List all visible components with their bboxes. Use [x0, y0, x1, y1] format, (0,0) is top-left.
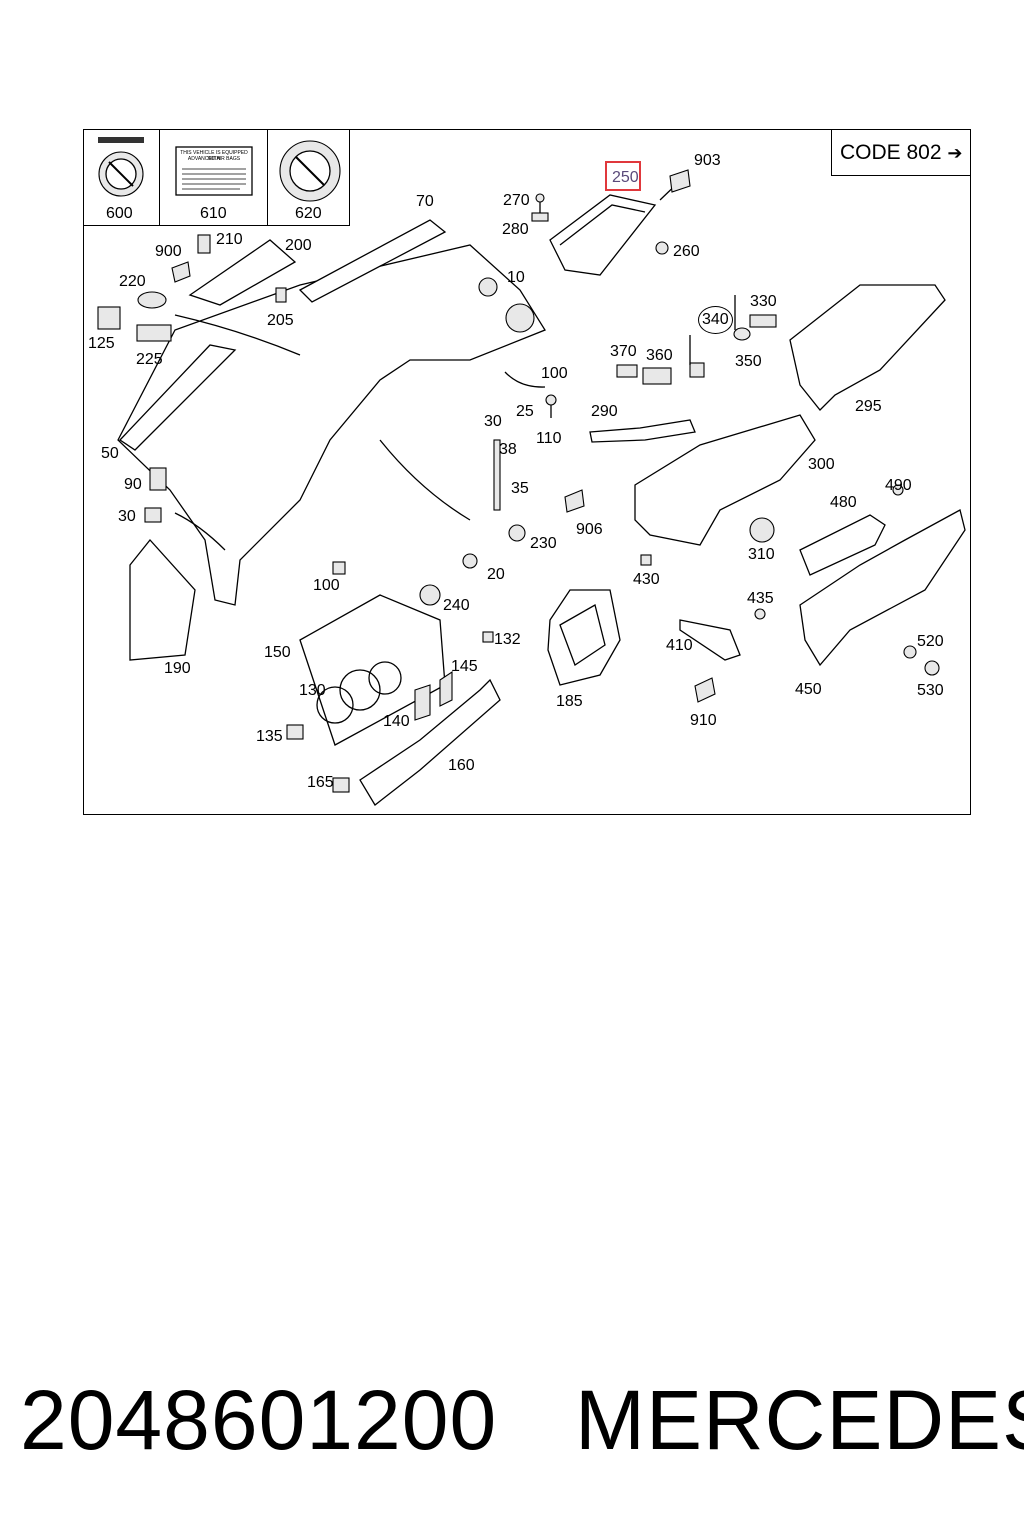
code-label: CODE 802 — [840, 141, 942, 164]
airbag-warning-icon — [279, 140, 341, 202]
part-number-132[interactable]: 132 — [494, 631, 521, 648]
part-number-220[interactable]: 220 — [119, 273, 146, 290]
part-number-430[interactable]: 430 — [633, 571, 660, 588]
part-number-435[interactable]: 435 — [747, 590, 774, 607]
part-number-450[interactable]: 450 — [795, 681, 822, 698]
part-number-490[interactable]: 490 — [885, 477, 912, 494]
air-duct — [589, 419, 696, 443]
part-number-280[interactable]: 280 — [502, 221, 529, 238]
part-number-520[interactable]: 520 — [917, 633, 944, 650]
label-number-610: 610 — [200, 205, 227, 222]
left-trim-strip — [118, 344, 237, 451]
part-number-910[interactable]: 910 — [690, 712, 717, 729]
dashboard-top-trim — [298, 219, 447, 303]
warning-labels-box: 600 THIS VEHICLE IS EQUIPPED WITH ADVANC… — [83, 129, 350, 226]
part-number-530[interactable]: 530 — [917, 682, 944, 699]
part-number-480[interactable]: 480 — [830, 494, 857, 511]
center-console — [634, 414, 816, 546]
cover-panel — [188, 239, 297, 306]
part-number-310[interactable]: 310 — [748, 546, 775, 563]
part-number-200[interactable]: 200 — [285, 237, 312, 254]
part-number-295[interactable]: 295 — [855, 398, 882, 415]
part-number-210[interactable]: 210 — [216, 231, 243, 248]
part-number-185[interactable]: 185 — [556, 693, 583, 710]
airbag-module — [549, 194, 657, 276]
part-number-125[interactable]: 125 — [88, 335, 115, 352]
warning-label-620[interactable]: 620 — [268, 129, 350, 226]
center-bezel — [547, 589, 621, 686]
part-number-20[interactable]: 20 — [487, 566, 505, 583]
lower-trim — [359, 678, 501, 806]
instrument-cluster — [299, 594, 446, 746]
part-number-70[interactable]: 70 — [416, 193, 434, 210]
sensor-part — [679, 619, 741, 661]
warning-label-600[interactable]: 600 — [83, 129, 160, 226]
parts-exploded-drawing — [97, 169, 966, 806]
airbag-label-line-1: THIS VEHICLE IS EQUIPPED WITH — [180, 150, 248, 162]
part-number-50[interactable]: 50 — [101, 445, 119, 462]
part-number-205[interactable]: 205 — [267, 312, 294, 329]
part-number-230[interactable]: 230 — [530, 535, 557, 552]
part-number-900[interactable]: 900 — [155, 243, 182, 260]
part-number-240[interactable]: 240 — [443, 597, 470, 614]
part-number-225[interactable]: 225 — [136, 351, 163, 368]
part-number-135[interactable]: 135 — [256, 728, 283, 745]
part-number-906[interactable]: 906 — [576, 521, 603, 538]
storage-tray — [799, 514, 886, 576]
part-number-340[interactable]: 340 — [698, 306, 733, 334]
part-number-190[interactable]: 190 — [164, 660, 191, 677]
highlighted-part-250[interactable]: 250 — [605, 161, 641, 191]
glovebox — [799, 509, 966, 667]
part-number-110[interactable]: 110 — [536, 430, 562, 447]
highlighted-part-number: 250 — [612, 169, 639, 186]
part-number-300[interactable]: 300 — [808, 456, 835, 473]
part-number-410[interactable]: 410 — [666, 637, 693, 654]
label-number-600: 600 — [106, 205, 133, 222]
part-number-25[interactable]: 25 — [516, 403, 534, 420]
part-number-150[interactable]: 150 — [264, 644, 291, 661]
product-caption: 2048601200 MERCEDES — [20, 1370, 1024, 1470]
part-number-130[interactable]: 130 — [299, 682, 326, 699]
part-number-370[interactable]: 370 — [610, 343, 637, 360]
part-number-165[interactable]: 165 — [307, 774, 334, 791]
diagram-frame — [83, 129, 971, 815]
part-number-270[interactable]: 270 — [503, 192, 530, 209]
part-number-260[interactable]: 260 — [673, 243, 700, 260]
part-number-360[interactable]: 360 — [646, 347, 673, 364]
part-number-160[interactable]: 160 — [448, 757, 475, 774]
warning-label-610[interactable]: THIS VEHICLE IS EQUIPPED WITH ADVANCED A… — [160, 129, 268, 226]
part-number-330[interactable]: 330 — [750, 293, 777, 310]
airbag-label-line-2: ADVANCED AIR BAGS — [187, 156, 241, 162]
part-number-30-left[interactable]: 30 — [118, 508, 136, 525]
airbag-info-label-icon — [175, 146, 253, 196]
part-number-350[interactable]: 350 — [735, 353, 762, 370]
part-number-35[interactable]: 35 — [511, 480, 529, 497]
label-number-620: 620 — [295, 205, 322, 222]
left-end-panel — [129, 538, 196, 661]
part-number-903[interactable]: 903 — [694, 152, 721, 169]
part-number-140[interactable]: 140 — [383, 713, 410, 730]
part-number-145[interactable]: 145 — [451, 658, 478, 675]
part-number-caption: 2048601200 — [20, 1373, 498, 1467]
dashboard-body — [117, 244, 546, 606]
part-number-290[interactable]: 290 — [591, 403, 618, 420]
part-number-38[interactable]: 38 — [499, 441, 517, 458]
glovebox-bracket — [789, 284, 946, 411]
code-802-box: CODE 802 ➔ — [831, 129, 971, 176]
brand-caption: MERCEDES — [575, 1373, 1024, 1467]
part-number-100-top[interactable]: 100 — [541, 365, 568, 382]
child-seat-warning-icon — [98, 137, 144, 197]
part-number-100-bottom[interactable]: 100 — [313, 577, 340, 594]
part-number-90[interactable]: 90 — [124, 476, 142, 493]
part-number-10[interactable]: 10 — [507, 269, 525, 286]
part-number-30-center[interactable]: 30 — [484, 413, 502, 430]
arrow-right-icon: ➔ — [947, 143, 963, 163]
